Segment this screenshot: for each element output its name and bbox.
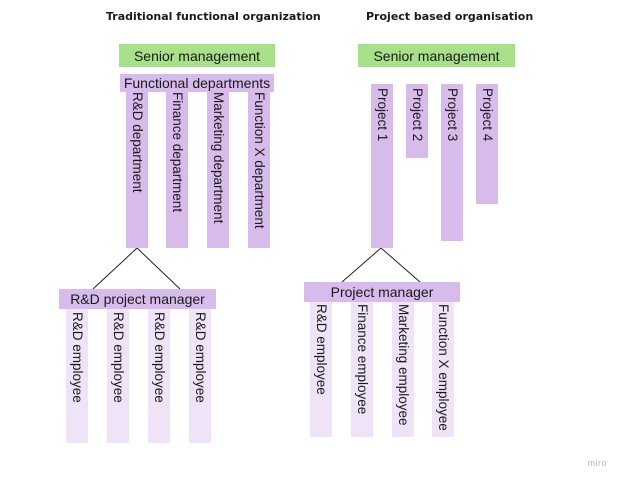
left-diagram-title: Traditional functional organization — [106, 10, 321, 23]
connector-line-right-a — [341, 247, 382, 283]
left-employee-column: R&D employee — [189, 298, 211, 443]
employee-label: Finance employee — [354, 304, 370, 415]
employee-label: Marketing employee — [395, 304, 411, 426]
employee-label: R&D employee — [110, 312, 126, 403]
left-department-column: R&D department — [126, 84, 148, 248]
left-department-column: Function X department — [248, 84, 270, 248]
department-label: R&D department — [129, 92, 145, 193]
department-label: Finance department — [169, 92, 185, 213]
right-employee-column: Function X employee — [432, 294, 454, 437]
project-label: Project 1 — [374, 88, 390, 142]
connector-line-right-b — [380, 247, 421, 283]
connector-line-left-a — [92, 247, 138, 290]
miro-watermark: miro — [587, 458, 607, 468]
project-column: Project 4 — [476, 84, 498, 204]
left-department-column: Finance department — [166, 84, 188, 248]
right-employee-column: Finance employee — [351, 294, 373, 437]
employee-label: R&D employee — [69, 312, 85, 403]
right-project-manager-box: Project manager — [304, 282, 460, 302]
employee-label: R&D employee — [151, 312, 167, 403]
department-label: Marketing department — [210, 92, 226, 224]
project-column: Project 3 — [441, 84, 463, 241]
project-label: Project 3 — [444, 88, 460, 142]
left-functional-departments-box: Functional departments — [120, 74, 274, 92]
left-employee-column: R&D employee — [66, 298, 88, 443]
left-project-manager-box: R&D project manager — [59, 289, 216, 309]
right-employee-column: R&D employee — [310, 294, 332, 437]
employee-label: R&D employee — [313, 304, 329, 395]
project-label: Project 4 — [479, 88, 495, 142]
left-employee-column: R&D employee — [107, 298, 129, 443]
department-label: Function X department — [251, 92, 267, 229]
project-label: Project 2 — [409, 88, 425, 142]
left-senior-management-box: Senior management — [119, 44, 275, 67]
right-senior-management-box: Senior management — [358, 44, 515, 67]
employee-label: Function X employee — [435, 304, 451, 431]
right-diagram-title: Project based organisation — [366, 10, 534, 23]
employee-label: R&D employee — [192, 312, 208, 403]
project-column: Project 2 — [406, 84, 428, 158]
left-employee-column: R&D employee — [148, 298, 170, 443]
right-employee-column: Marketing employee — [392, 294, 414, 437]
connector-line-left-b — [136, 247, 181, 290]
left-department-column: Marketing department — [207, 84, 229, 248]
project-column: Project 1 — [371, 84, 393, 248]
